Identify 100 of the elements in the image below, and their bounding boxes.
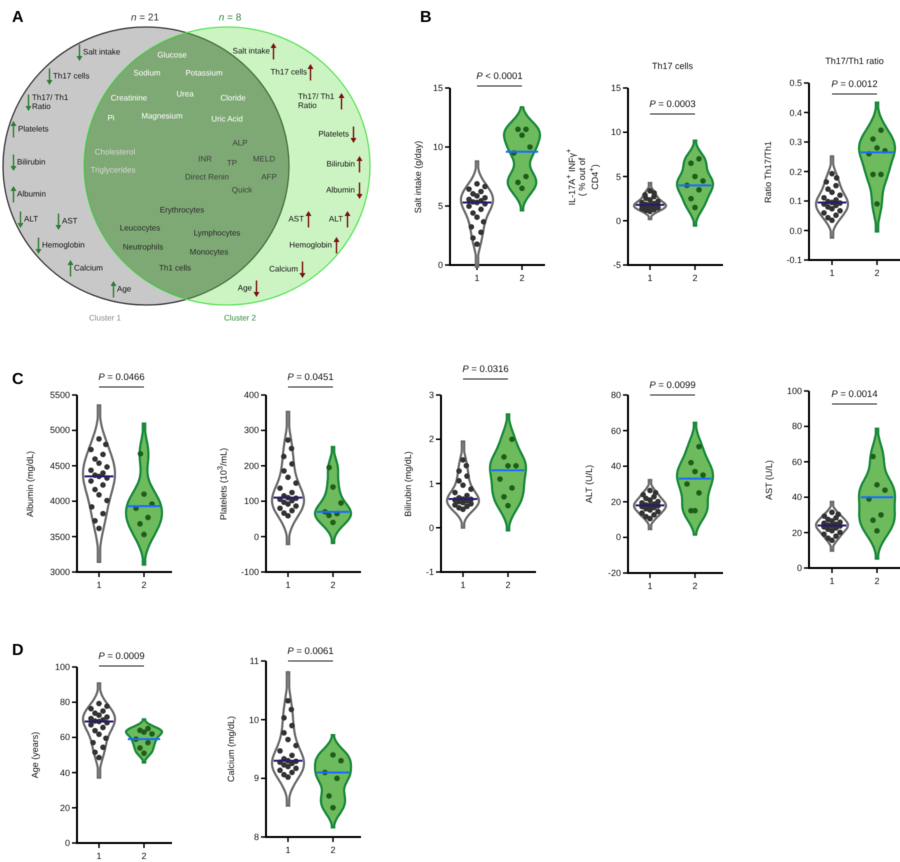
variable-label: ALT: [24, 214, 38, 224]
axis-tick-label: 1: [428, 478, 434, 488]
axis-tick-label: 5000: [50, 425, 70, 436]
p-value-label: P = 0.0014: [831, 390, 878, 400]
axis-tick-label: 0: [796, 563, 802, 573]
panel-letter: A: [12, 10, 24, 26]
axis-tick-label: 300: [244, 425, 259, 436]
variable-label: TP: [226, 158, 238, 168]
variable-label: Salt intake: [232, 46, 270, 56]
axis-tick-label: 9: [254, 773, 259, 784]
variable-label: Calcium: [74, 264, 103, 272]
axis-tick-label: 0.2: [789, 166, 802, 176]
axis-tick-label: 1: [648, 581, 652, 591]
variable-label: Bilirubin: [17, 158, 46, 166]
p-value-label: P = 0.0451: [287, 373, 334, 383]
axis-tick-label: 80: [60, 697, 70, 708]
variable-label: Th1 cells: [159, 264, 191, 272]
variable-label: Leucocytes: [120, 224, 160, 232]
axis-tick-label: 8: [254, 832, 259, 842]
axis-tick-label: -0.1: [786, 255, 802, 265]
variable-label: AFP: [261, 172, 277, 182]
axis-title: Albumin (mg/dL): [25, 450, 35, 517]
variable-label: Creatinine: [110, 94, 148, 102]
variable-label: INR: [198, 154, 212, 164]
axis-tick-label: 2: [692, 273, 698, 283]
panel-letter: C: [12, 372, 24, 388]
variable-label: Platelets: [18, 124, 49, 134]
variable-label: Hemoglobin: [42, 240, 85, 250]
axis-tick-label: 0: [438, 260, 443, 270]
axis-tick-label: 80: [792, 421, 802, 432]
axis-tick-label: 2: [142, 580, 146, 590]
panel-letter: B: [420, 10, 432, 26]
axis-tick-label: 2: [428, 434, 434, 444]
variable-label: ALT: [328, 214, 343, 224]
variable-label: Glucose: [157, 50, 187, 60]
variable-label: Cholesterol: [94, 148, 136, 156]
axis-tick-label: 3000: [50, 567, 70, 577]
axis-tick-label: -100: [240, 567, 259, 577]
axis-tick-label: 1: [830, 268, 834, 278]
cluster-caption: Cluster 2: [224, 314, 256, 322]
axis-tick-label: 60: [610, 426, 621, 436]
axis-tick-label: 10: [610, 127, 621, 138]
axis-tick-label: 0.1: [789, 196, 802, 206]
axis-tick-label: 40: [610, 461, 621, 472]
plot-title: Th17/Th1 ratio: [825, 56, 884, 66]
axis-tick-label: 1: [96, 851, 102, 861]
plot-title: Th17 cells: [652, 61, 694, 71]
variable-label: Quick: [232, 186, 252, 194]
p-value-label: P = 0.0009: [98, 652, 145, 662]
axis-title: Salt intake (g/day): [413, 140, 423, 213]
axis-tick-label: 60: [792, 456, 802, 467]
variable-label: Sodium: [133, 68, 161, 78]
variable-label: Albumin: [17, 190, 46, 198]
variable-label: Neutrophils: [122, 242, 164, 252]
axis-tick-label: 2: [142, 851, 146, 861]
axis-tick-label: 1: [460, 580, 466, 590]
axis-tick-label: 1: [830, 576, 834, 586]
axis-tick-label: -1: [426, 567, 434, 577]
axis-tick-label: 0.4: [789, 108, 802, 118]
axis-tick-label: 2: [506, 580, 510, 590]
axis-tick-label: -5: [612, 260, 621, 270]
group-size-label: n = 8: [218, 12, 242, 24]
axis-tick-label: 20: [792, 528, 802, 538]
axis-title: Calcium (mg/dL): [226, 716, 236, 782]
axis-tick-label: 0: [64, 838, 70, 848]
variable-label: Age: [238, 284, 252, 292]
axis-tick-label: 20: [60, 802, 70, 813]
axis-tick-label: 5500: [50, 390, 70, 400]
axis-tick-label: 400: [244, 390, 259, 400]
variable-label: Urea: [176, 90, 194, 98]
axis-tick-label: 2: [520, 273, 524, 283]
variable-label: Th17 cells: [53, 72, 90, 80]
variable-label: Salt intake: [83, 48, 120, 56]
axis-title: Age (years): [30, 732, 40, 778]
axis-tick-label: 1: [648, 273, 652, 283]
p-value-label: P = 0.0466: [98, 373, 145, 383]
axis-tick-label: 0.5: [789, 78, 802, 88]
axis-tick-label: 0: [616, 532, 621, 542]
axis-tick-label: 0: [428, 522, 434, 533]
axis-tick-label: 15: [432, 83, 443, 93]
axis-tick-label: 3500: [50, 532, 70, 542]
panel-letter: D: [12, 643, 24, 659]
p-value-label: P = 0.0316: [462, 365, 509, 375]
axis-tick-label: 0: [616, 216, 621, 226]
axis-tick-label: 0.0: [789, 226, 802, 236]
axis-tick-label: 2: [874, 576, 880, 586]
variable-label: Hemoglobin: [289, 240, 332, 250]
axis-tick-label: 3: [428, 390, 434, 400]
p-value-label: P = 0.0099: [649, 381, 696, 391]
axis-tick-label: 2: [330, 580, 336, 590]
variable-label: Albumin: [326, 186, 355, 194]
p-value-label: P = 0.0061: [287, 647, 334, 657]
axis-tick-label: 200: [244, 460, 259, 471]
axis-tick-label: 100: [54, 662, 70, 672]
variable-label: Magnesium: [141, 112, 183, 120]
variable-label: AST: [62, 216, 78, 226]
axis-tick-label: 10: [248, 714, 259, 725]
axis-tick-label: 20: [610, 496, 621, 507]
p-value-label: P < 0.0001: [476, 72, 523, 82]
variable-label: Direct Renin: [185, 172, 229, 182]
